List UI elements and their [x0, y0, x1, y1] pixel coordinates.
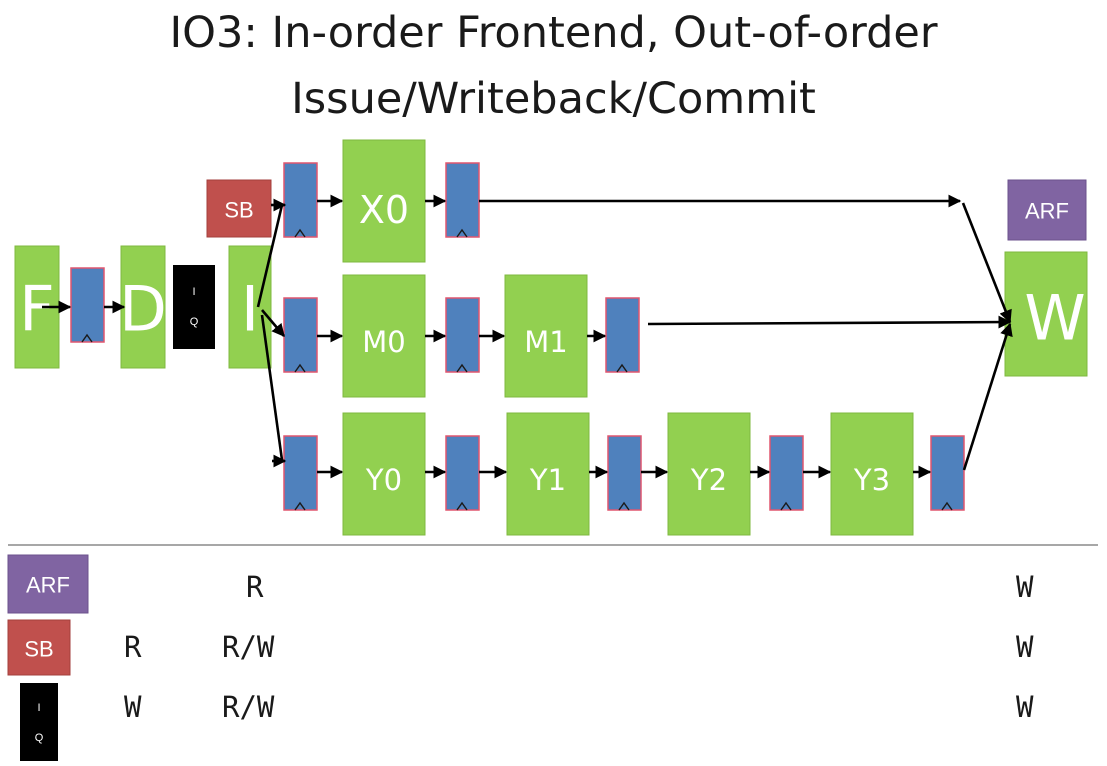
m1-stage — [504, 274, 588, 398]
sb-cell-1: R — [124, 630, 142, 664]
y-issue-latch — [283, 435, 318, 511]
x-issue-latch — [283, 162, 318, 238]
table-iq-label-top: I — [37, 702, 40, 714]
table-sb-box — [7, 619, 71, 676]
x0-latch — [445, 162, 480, 238]
y0-stage-label: Y0 — [365, 463, 402, 497]
y3-latch — [930, 435, 965, 511]
m0-latch-clock — [456, 363, 468, 373]
fd-latch-clock — [81, 333, 93, 343]
y3-stage-label: Y3 — [853, 463, 890, 497]
table-arf-box — [7, 554, 89, 614]
issue-queue-label-bottom: Q — [190, 316, 199, 328]
m1-stage-label: M1 — [524, 325, 567, 359]
issue-queue-box — [173, 265, 215, 349]
x0-latch-clock — [456, 228, 468, 238]
scoreboard-label: SB — [224, 198, 253, 223]
y2-latch-clock — [780, 501, 792, 511]
arrow-i-to-y — [260, 314, 284, 461]
table-iq-label-bottom: Q — [35, 732, 44, 744]
y2-stage — [667, 412, 751, 536]
table-sb-label: SB — [24, 637, 53, 662]
y0-latch-clock — [456, 501, 468, 511]
y3-latch-clock — [941, 501, 953, 511]
title-line-1: IO3: In-order Frontend, Out-of-order — [169, 8, 938, 58]
y1-latch — [607, 435, 642, 511]
decode-stage — [120, 245, 166, 369]
scoreboard-box — [206, 179, 272, 238]
writeback-stage-label: W — [1024, 282, 1085, 355]
arf-box — [1007, 179, 1087, 241]
arrow-m-to-w — [647, 315, 1012, 329]
arrow-y-to-w — [962, 322, 1013, 471]
m0-latch — [445, 297, 480, 373]
issue-stage — [228, 245, 272, 369]
sb-cell-3: W — [1016, 630, 1034, 664]
x-issue-latch-clock — [294, 228, 306, 238]
y1-stage — [506, 412, 590, 536]
table-iq-box — [20, 683, 58, 761]
sb-cell-2: R/W — [222, 630, 275, 664]
arf-cell-2: R — [246, 570, 264, 604]
arf-label: ARF — [1025, 199, 1069, 224]
fetch-stage-label: F — [19, 273, 55, 346]
title-line-2: Issue/Writeback/Commit — [291, 74, 816, 124]
y-issue-latch-clock — [294, 501, 306, 511]
writeback-stage — [1004, 251, 1088, 377]
y1-stage-label: Y1 — [529, 463, 566, 497]
fd-latch — [70, 267, 105, 343]
m0-stage-label: M0 — [362, 325, 405, 359]
y0-stage — [342, 412, 426, 536]
m1-latch — [605, 297, 640, 373]
y2-stage-label: Y2 — [690, 463, 727, 497]
arrow-i-to-x — [256, 204, 284, 308]
issue-stage-label: I — [241, 273, 259, 346]
table-arf-label: ARF — [26, 573, 70, 598]
y2-latch — [769, 435, 804, 511]
iq-cell-1: W — [124, 690, 142, 724]
x0-stage-label: X0 — [359, 188, 409, 232]
m-issue-latch-clock — [294, 363, 306, 373]
arf-cell-3: W — [1016, 570, 1034, 604]
arrow-i-to-m — [261, 309, 285, 337]
issue-queue-label-top: I — [192, 286, 195, 298]
m1-latch-clock — [616, 363, 628, 373]
m0-stage — [342, 274, 426, 398]
y0-latch — [445, 435, 480, 511]
m-issue-latch — [283, 297, 318, 373]
iq-cell-3: W — [1016, 690, 1034, 724]
decode-stage-label: D — [119, 273, 167, 346]
iq-cell-2: R/W — [222, 690, 275, 724]
y1-latch-clock — [618, 501, 630, 511]
arrow-x-to-w — [961, 202, 1012, 324]
y3-stage — [830, 412, 914, 536]
